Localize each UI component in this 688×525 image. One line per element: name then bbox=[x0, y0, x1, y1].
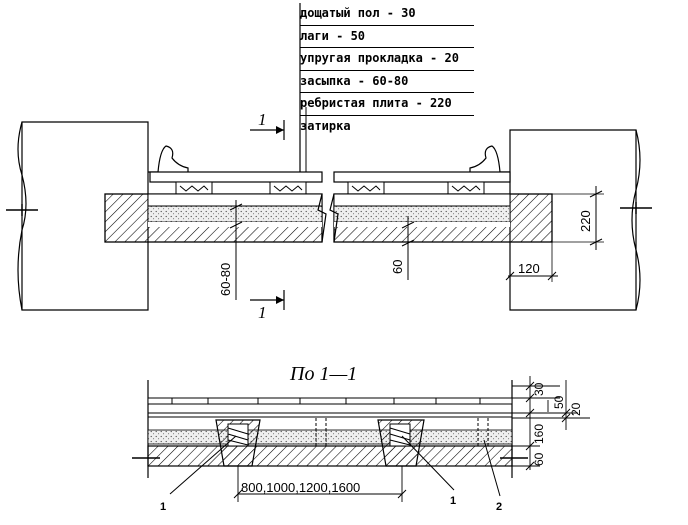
sec-dim-50: 50 bbox=[552, 395, 566, 409]
section-plank-floor bbox=[147, 397, 513, 405]
dim-120-text: 120 bbox=[518, 261, 540, 276]
slab-top-gap-right bbox=[334, 222, 510, 227]
callout-1b: 1 bbox=[450, 495, 456, 507]
sec-dim-30: 30 bbox=[532, 382, 546, 396]
legend-item-joists: лаги - 50 bbox=[300, 26, 474, 48]
left-skirting bbox=[148, 145, 189, 173]
section-title: По 1—1 bbox=[289, 363, 357, 385]
plank-floor-right bbox=[333, 171, 511, 183]
dim-60-text: 60 bbox=[390, 260, 405, 274]
sec-dim-60: 60 bbox=[532, 452, 546, 466]
section-backfill bbox=[147, 429, 513, 445]
right-skirting bbox=[469, 145, 510, 173]
callout-1a: 1 bbox=[160, 501, 166, 513]
callout-2: 2 bbox=[496, 501, 502, 513]
section-ribs bbox=[215, 419, 425, 467]
section-arrow-top bbox=[276, 126, 284, 134]
callout-1a-leader bbox=[169, 435, 237, 495]
section-label-bottom: 1 bbox=[258, 303, 267, 322]
sec-dim-160: 160 bbox=[532, 424, 546, 444]
backfill-right bbox=[333, 205, 511, 223]
plank-floor-left bbox=[149, 171, 323, 183]
legend-item-backfill: засыпка - 60-80 bbox=[300, 71, 474, 93]
section-slab bbox=[147, 445, 513, 467]
left-wall bbox=[21, 121, 149, 311]
section-label-top: 1 bbox=[258, 110, 267, 129]
callout-1b-leader bbox=[401, 435, 455, 491]
dim-60-80-text: 60-80 bbox=[218, 263, 233, 296]
span-dim-text: 800,1000,1200,1600 bbox=[241, 480, 360, 495]
sec-dim-20: 20 bbox=[569, 402, 583, 416]
break-mark-right bbox=[329, 193, 339, 243]
slab-top-gap-left bbox=[148, 222, 322, 227]
layer-legend: дощатый пол - 30 лаги - 50 упругая прокл… bbox=[300, 3, 474, 137]
section-arrow-bottom bbox=[276, 296, 284, 304]
section-dim-chain bbox=[512, 376, 590, 471]
backfill-left bbox=[147, 205, 323, 223]
legend-item-trowel: затирка bbox=[300, 118, 351, 133]
slab-top-strip-left bbox=[147, 193, 323, 207]
slab-top-strip-right bbox=[333, 193, 511, 207]
break-mark-left bbox=[317, 193, 327, 243]
section-board-joints bbox=[171, 398, 481, 404]
right-wall-break-line bbox=[631, 129, 641, 311]
legend-item-plank-floor: дощатый пол - 30 bbox=[300, 3, 474, 26]
callout-2-leader bbox=[483, 439, 501, 497]
legend-item-ribbed-slab: ребристая плита - 220 bbox=[300, 93, 474, 116]
legend-item-elastic-pad: упругая прокладка - 20 bbox=[300, 48, 474, 71]
joists bbox=[175, 181, 485, 195]
dim-220-text: 220 bbox=[578, 210, 593, 232]
